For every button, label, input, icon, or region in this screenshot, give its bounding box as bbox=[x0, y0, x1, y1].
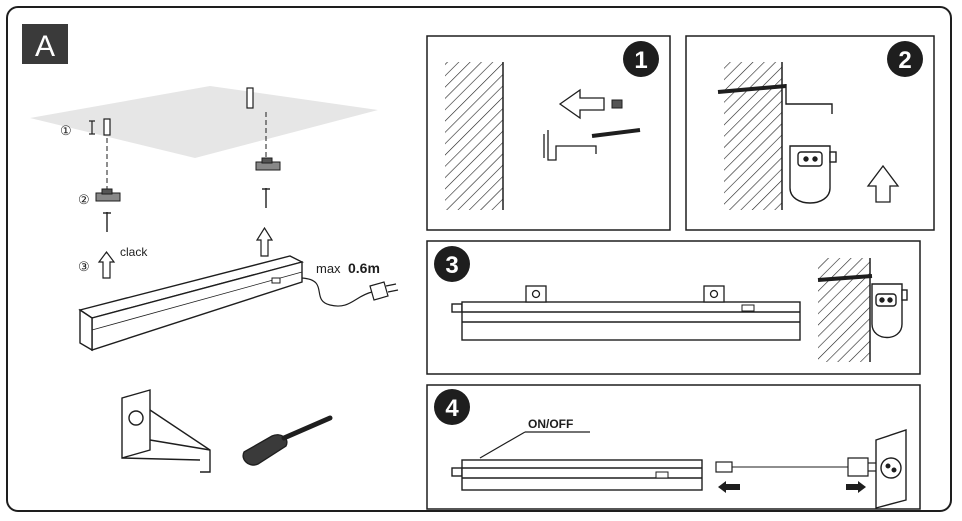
lamp-end-icon bbox=[789, 145, 837, 204]
cord-end-icon bbox=[715, 461, 733, 473]
up-arrow-icon-right bbox=[255, 226, 274, 257]
step-badge-3: 3 bbox=[445, 252, 458, 279]
max-prefix: max bbox=[316, 261, 341, 276]
bracket-detail bbox=[121, 389, 211, 473]
sheet-frame bbox=[6, 6, 952, 512]
wall-socket-icon bbox=[875, 429, 907, 509]
up-arrow-icon bbox=[97, 251, 116, 279]
plug-icon bbox=[369, 281, 399, 301]
overview-illustration: ① ② ③ clack bbox=[30, 86, 399, 473]
screw-icon bbox=[103, 212, 111, 232]
wall-plug-icon-right bbox=[246, 87, 254, 109]
max-length: 0.6m bbox=[348, 260, 380, 276]
step-badge-4: 4 bbox=[445, 395, 459, 422]
ceiling-plane bbox=[30, 86, 378, 158]
power-cord bbox=[301, 277, 373, 307]
step-badge-2: 2 bbox=[898, 47, 911, 74]
bracket-icon bbox=[543, 130, 597, 161]
left-arrow-icon bbox=[558, 88, 605, 120]
clip-on-bar-left bbox=[525, 285, 547, 303]
step-num-3: ③ bbox=[78, 259, 90, 274]
step-num-2: ② bbox=[78, 192, 90, 207]
panel-step-1: 1 bbox=[426, 35, 671, 231]
lamp-end-icon-p3 bbox=[871, 283, 908, 339]
screw-in-wall-icon bbox=[717, 84, 787, 94]
plug-icon-p4 bbox=[847, 457, 878, 477]
screwdriver-icon bbox=[242, 415, 333, 466]
plug-anchor-icon bbox=[611, 99, 623, 109]
up-arrow-icon-p2 bbox=[866, 164, 900, 203]
clip-icon-right bbox=[255, 157, 281, 171]
clip-icon bbox=[95, 188, 121, 202]
wall-plug-icon bbox=[103, 118, 111, 136]
left-arrow-icon-p4 bbox=[718, 481, 740, 493]
panel-step-4: ON/OFF 4 bbox=[426, 384, 921, 510]
section-badge: A bbox=[22, 24, 68, 64]
bracket-mounted-icon bbox=[785, 84, 833, 114]
screw-in-wall-icon-p3 bbox=[817, 274, 873, 282]
lamp-bar bbox=[78, 255, 304, 352]
clip-on-bar-right bbox=[703, 285, 725, 303]
on-off-label: ON/OFF bbox=[528, 417, 573, 431]
lamp-bar-front bbox=[451, 301, 801, 341]
right-arrow-icon-p4 bbox=[846, 481, 866, 493]
step-num-1: ① bbox=[60, 123, 72, 138]
small-screw-icon bbox=[89, 120, 95, 135]
lamp-bar-front-p4 bbox=[451, 459, 703, 491]
clack-label: clack bbox=[120, 245, 148, 259]
panel-step-3: 3 bbox=[426, 240, 921, 375]
screw-icon-right bbox=[262, 188, 270, 208]
screw-icon-p1 bbox=[591, 128, 641, 138]
section-label: A bbox=[35, 30, 55, 63]
step-badge-1: 1 bbox=[634, 47, 647, 74]
panel-step-2: 2 bbox=[685, 35, 935, 231]
